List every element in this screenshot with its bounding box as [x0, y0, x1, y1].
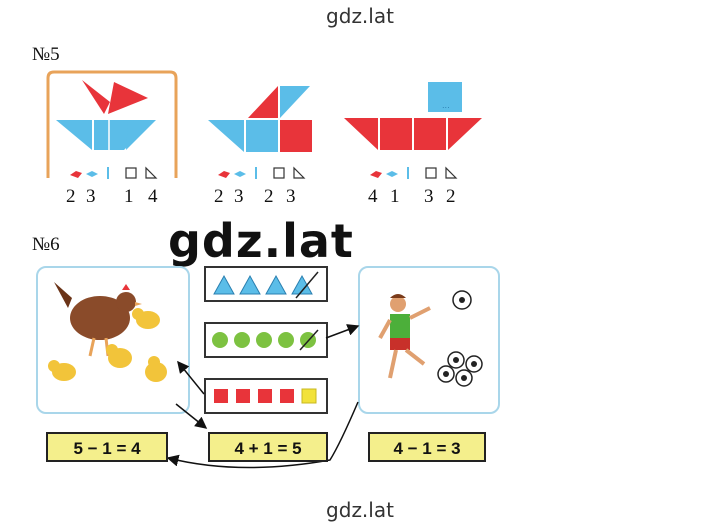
- digit: 2: [214, 186, 224, 207]
- digit: 3: [86, 186, 96, 207]
- task5-digits-1: 2 3 1 4: [66, 186, 176, 208]
- equation-1: 5 − 1 = 4: [46, 432, 168, 462]
- arrow-hen-to-eq2: [175, 403, 208, 429]
- task5-legend-2: [218, 166, 306, 179]
- digit: 2: [66, 186, 76, 207]
- digit: 2: [446, 186, 456, 207]
- watermark-top: gdz.lat: [326, 4, 394, 28]
- task5-figure-1: [46, 70, 178, 178]
- squares-row: [214, 388, 317, 404]
- hen-picture-frame: [36, 266, 190, 414]
- task5-digits-3: 4 1 3 2: [368, 186, 478, 208]
- arrow-boy-to-eq1: [166, 401, 359, 469]
- digit: 3: [424, 186, 434, 207]
- task5-figure-2: [208, 86, 312, 152]
- boy-picture-frame: [358, 266, 500, 414]
- watermark-bottom: gdz.lat: [326, 498, 394, 522]
- hen-and-chicks-illustration: [48, 282, 167, 382]
- circles-row: [212, 329, 319, 351]
- boy-with-balls-illustration: [378, 290, 483, 387]
- task5-legend-1: [70, 166, 158, 179]
- triangles-row: [213, 271, 319, 299]
- task5-legend-3: [370, 166, 458, 179]
- digit: 1: [124, 186, 134, 207]
- task5-digits-2: 2 3 2 3: [214, 186, 324, 208]
- digit: 4: [148, 186, 158, 207]
- task-5-label: №5: [32, 44, 60, 65]
- digit: 2: [264, 186, 274, 207]
- digit: 1: [390, 186, 400, 207]
- task5-figure-3: ...: [344, 82, 482, 150]
- equation-2: 4 + 1 = 5: [208, 432, 328, 462]
- watermark-middle: gdz.lat: [168, 214, 354, 268]
- digit: 3: [234, 186, 244, 207]
- digit: 3: [286, 186, 296, 207]
- arrow-squares-to-hen: [177, 360, 205, 395]
- svg-text:...: ...: [442, 101, 450, 110]
- arrow-circles-to-boy: [325, 324, 360, 339]
- equation-3: 4 − 1 = 3: [368, 432, 486, 462]
- digit: 4: [368, 186, 378, 207]
- task-6-label: №6: [32, 234, 60, 255]
